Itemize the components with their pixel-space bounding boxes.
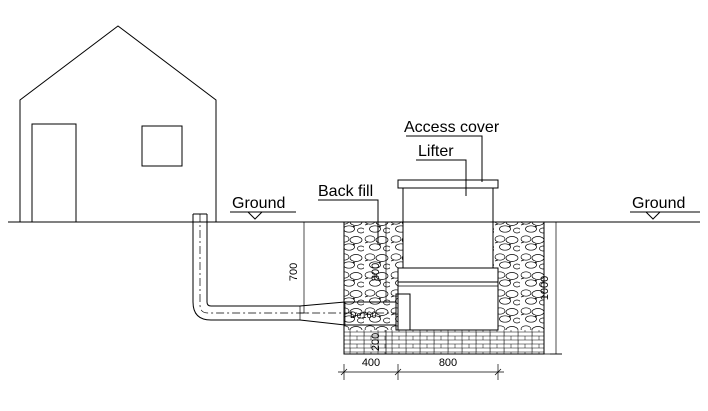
leader-lifter	[416, 159, 467, 196]
ground-marker-right	[630, 211, 700, 220]
label-ground-right: Ground	[632, 195, 685, 212]
house-outline	[19, 25, 217, 222]
leader-access-cover	[406, 135, 483, 182]
brick-base	[344, 330, 544, 354]
dim-label-200: 200	[370, 333, 382, 351]
label-lifter: Lifter	[418, 143, 454, 160]
dim-label-800-horizontal: 800	[439, 357, 457, 369]
access-cover	[397, 179, 499, 189]
dim-1000	[544, 222, 562, 355]
ground-marker-left	[230, 211, 296, 220]
leader-back-fill	[318, 199, 379, 244]
dim-horizontal	[338, 364, 504, 380]
dim-label-700: 700	[288, 263, 300, 281]
house-door	[31, 123, 77, 223]
chamber-body	[397, 281, 499, 331]
label-ground-left: Ground	[232, 195, 285, 212]
pit-outline	[343, 221, 545, 355]
label-access-cover: Access cover	[404, 119, 500, 136]
lifting-chamber	[395, 179, 499, 331]
label-back-fill: Back fill	[318, 183, 373, 200]
dim-700	[300, 221, 308, 314]
pipe-inlet-flange	[395, 293, 411, 331]
house	[19, 25, 217, 223]
label-pipe-size: De160	[350, 310, 377, 320]
dim-800-vertical	[382, 221, 390, 302]
house-window	[141, 125, 183, 167]
dim-label-1000: 1000	[539, 276, 551, 300]
dim-label-400: 400	[362, 357, 380, 369]
dim-label-800-vertical: 800	[370, 263, 382, 281]
dim-200	[382, 330, 390, 355]
